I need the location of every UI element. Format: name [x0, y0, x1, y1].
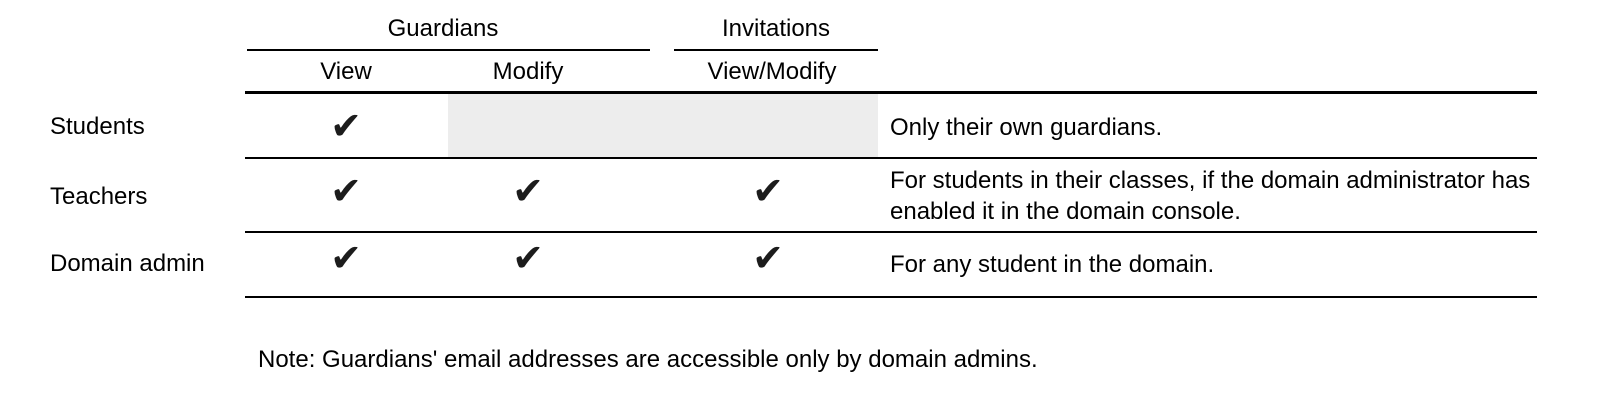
row-label-domain-admin: Domain admin: [50, 250, 205, 277]
column-header-modify: Modify: [492, 58, 564, 85]
column-header-view: View: [320, 58, 372, 85]
checkmark-icon: ✔: [512, 236, 544, 280]
checkmark-icon: ✔: [752, 236, 784, 280]
table-divider: [245, 91, 1537, 94]
column-header-view-modify: View/Modify: [707, 58, 837, 85]
checkmark-icon: ✔: [512, 169, 544, 213]
checkmark-icon: ✔: [752, 169, 784, 213]
checkmark-icon: ✔: [330, 104, 362, 148]
row-label-students: Students: [50, 113, 145, 140]
checkmark-icon: ✔: [330, 169, 362, 213]
row-label-teachers: Teachers: [50, 183, 148, 210]
group-header-guardians: Guardians: [387, 15, 499, 42]
invitations-group-underline: [674, 49, 878, 51]
not-applicable-shaded-cell: [448, 94, 878, 157]
group-header-invitations: Invitations: [721, 15, 831, 42]
guardians-group-underline: [247, 49, 650, 51]
table-footnote: Note: Guardians' email addresses are acc…: [258, 346, 1038, 373]
table-divider: [245, 157, 1537, 159]
row-note: For any student in the domain.: [890, 251, 1215, 278]
table-divider: [245, 296, 1537, 298]
row-note: Only their own guardians.: [890, 114, 1163, 141]
checkmark-icon: ✔: [330, 236, 362, 280]
table-divider: [245, 231, 1537, 233]
row-note: For students in their classes, if the do…: [890, 167, 1531, 225]
